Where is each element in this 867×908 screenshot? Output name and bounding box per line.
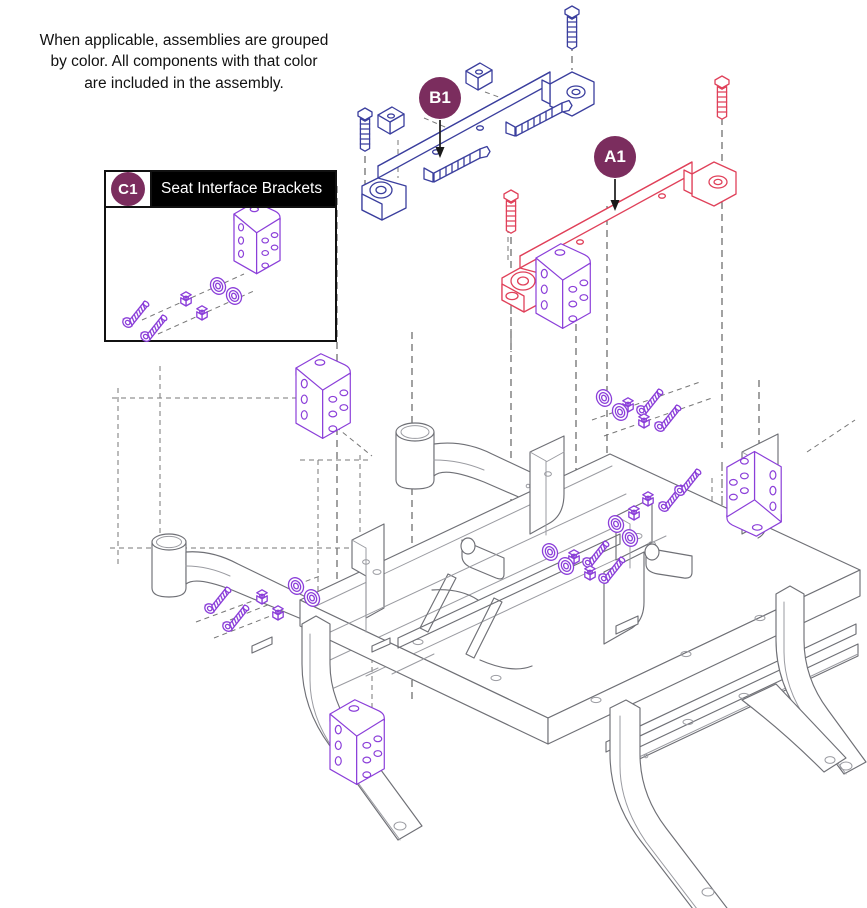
callout-a1-label: A1 (594, 136, 636, 178)
grouping-note: When applicable, assemblies are grouped … (14, 30, 354, 94)
legend-panel-c1: C1 Seat Interface Brackets (104, 170, 337, 342)
callout-leaders (435, 120, 620, 211)
grouping-note-line-3: are included in the assembly. (84, 74, 284, 92)
callout-b1-label: B1 (419, 77, 461, 119)
legend-title-cell: Seat Interface Brackets (152, 172, 335, 206)
grouping-note-line-1: When applicable, assemblies are grouped (39, 32, 329, 49)
legend-badge-c1: C1 (111, 172, 145, 206)
legend-title-text: Seat Interface Brackets (161, 180, 323, 197)
assembly-a1-red (501, 75, 737, 313)
grouping-note-line-2: by color. All components with that color (50, 53, 318, 71)
base-frame (151, 422, 867, 908)
legend-detail-illustration (106, 208, 335, 342)
legend-header: C1 Seat Interface Brackets (106, 172, 335, 208)
hardware-cluster-right-upper (592, 386, 689, 436)
assembly-b1-blue (357, 5, 595, 221)
legend-badge-cell: C1 (106, 172, 152, 206)
